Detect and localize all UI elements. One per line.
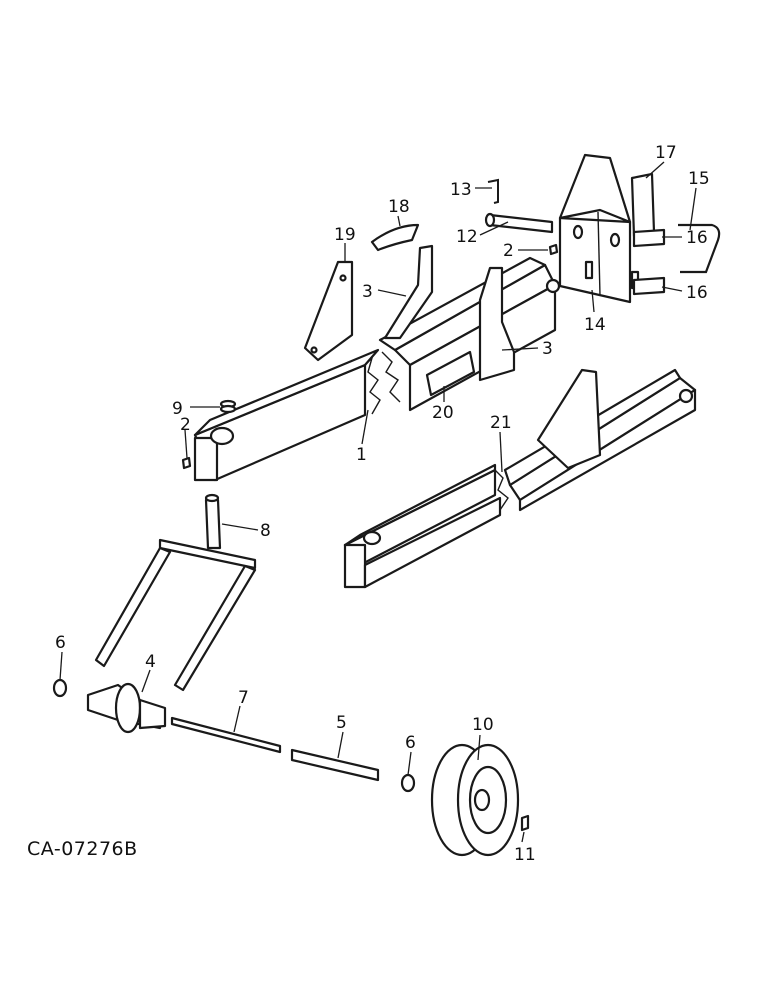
gusset-plate <box>303 260 354 362</box>
spring-pin <box>219 399 237 414</box>
hitch-bracket <box>558 153 640 304</box>
callout-15: 15 <box>688 169 710 189</box>
lock-pin <box>487 178 499 204</box>
callout-5: 5 <box>336 713 347 733</box>
clamp-bar-lower <box>632 276 666 296</box>
callout-21: 21 <box>490 413 512 433</box>
callout-7: 7 <box>238 688 249 708</box>
callout-4: 4 <box>145 652 156 672</box>
roll-pin-upper <box>548 243 559 256</box>
callout-17: 17 <box>655 143 677 163</box>
callout-3-upper: 3 <box>362 282 373 302</box>
spindle-mount <box>94 493 257 692</box>
hub <box>86 682 167 734</box>
callout-3-lower: 3 <box>542 339 553 359</box>
clamp-plate <box>630 172 656 238</box>
callout-6-left: 6 <box>55 633 66 653</box>
bracket-lower <box>478 266 516 382</box>
callout-10: 10 <box>472 715 494 735</box>
wheel-bolt <box>520 814 530 832</box>
bracket-upper <box>383 244 434 340</box>
callout-labels: 1 2 2 3 3 4 5 6 6 7 8 9 10 11 12 13 14 1… <box>55 143 710 865</box>
callout-9: 9 <box>172 399 183 419</box>
callout-1: 1 <box>356 445 367 465</box>
washer-right <box>400 773 416 793</box>
u-bolt <box>678 223 721 274</box>
callout-19: 19 <box>334 225 356 245</box>
callout-20: 20 <box>432 403 454 423</box>
callout-8: 8 <box>260 521 271 541</box>
axle-bolt <box>170 716 282 754</box>
callout-13: 13 <box>450 180 472 200</box>
washer-left <box>52 678 68 698</box>
drawing-number: CA-07276B <box>27 838 138 860</box>
callout-2-left: 2 <box>180 415 191 435</box>
callout-18: 18 <box>388 197 410 217</box>
roll-pin-lower <box>181 456 192 470</box>
callout-16-upper: 16 <box>686 228 708 248</box>
leader-lines <box>59 161 697 843</box>
clamp-bar-upper <box>632 228 666 248</box>
spindle <box>290 748 380 782</box>
callout-14: 14 <box>584 315 606 335</box>
clip <box>370 223 420 252</box>
frame-tube-lower <box>343 368 697 589</box>
callout-6-right: 6 <box>405 733 416 753</box>
hitch-pin <box>484 212 554 234</box>
callout-12: 12 <box>456 227 478 247</box>
callout-16-lower: 16 <box>686 283 708 303</box>
callout-11: 11 <box>514 845 536 865</box>
spacer-plate <box>425 350 476 397</box>
callout-2-right: 2 <box>503 241 514 261</box>
wheel-rim <box>430 743 520 857</box>
